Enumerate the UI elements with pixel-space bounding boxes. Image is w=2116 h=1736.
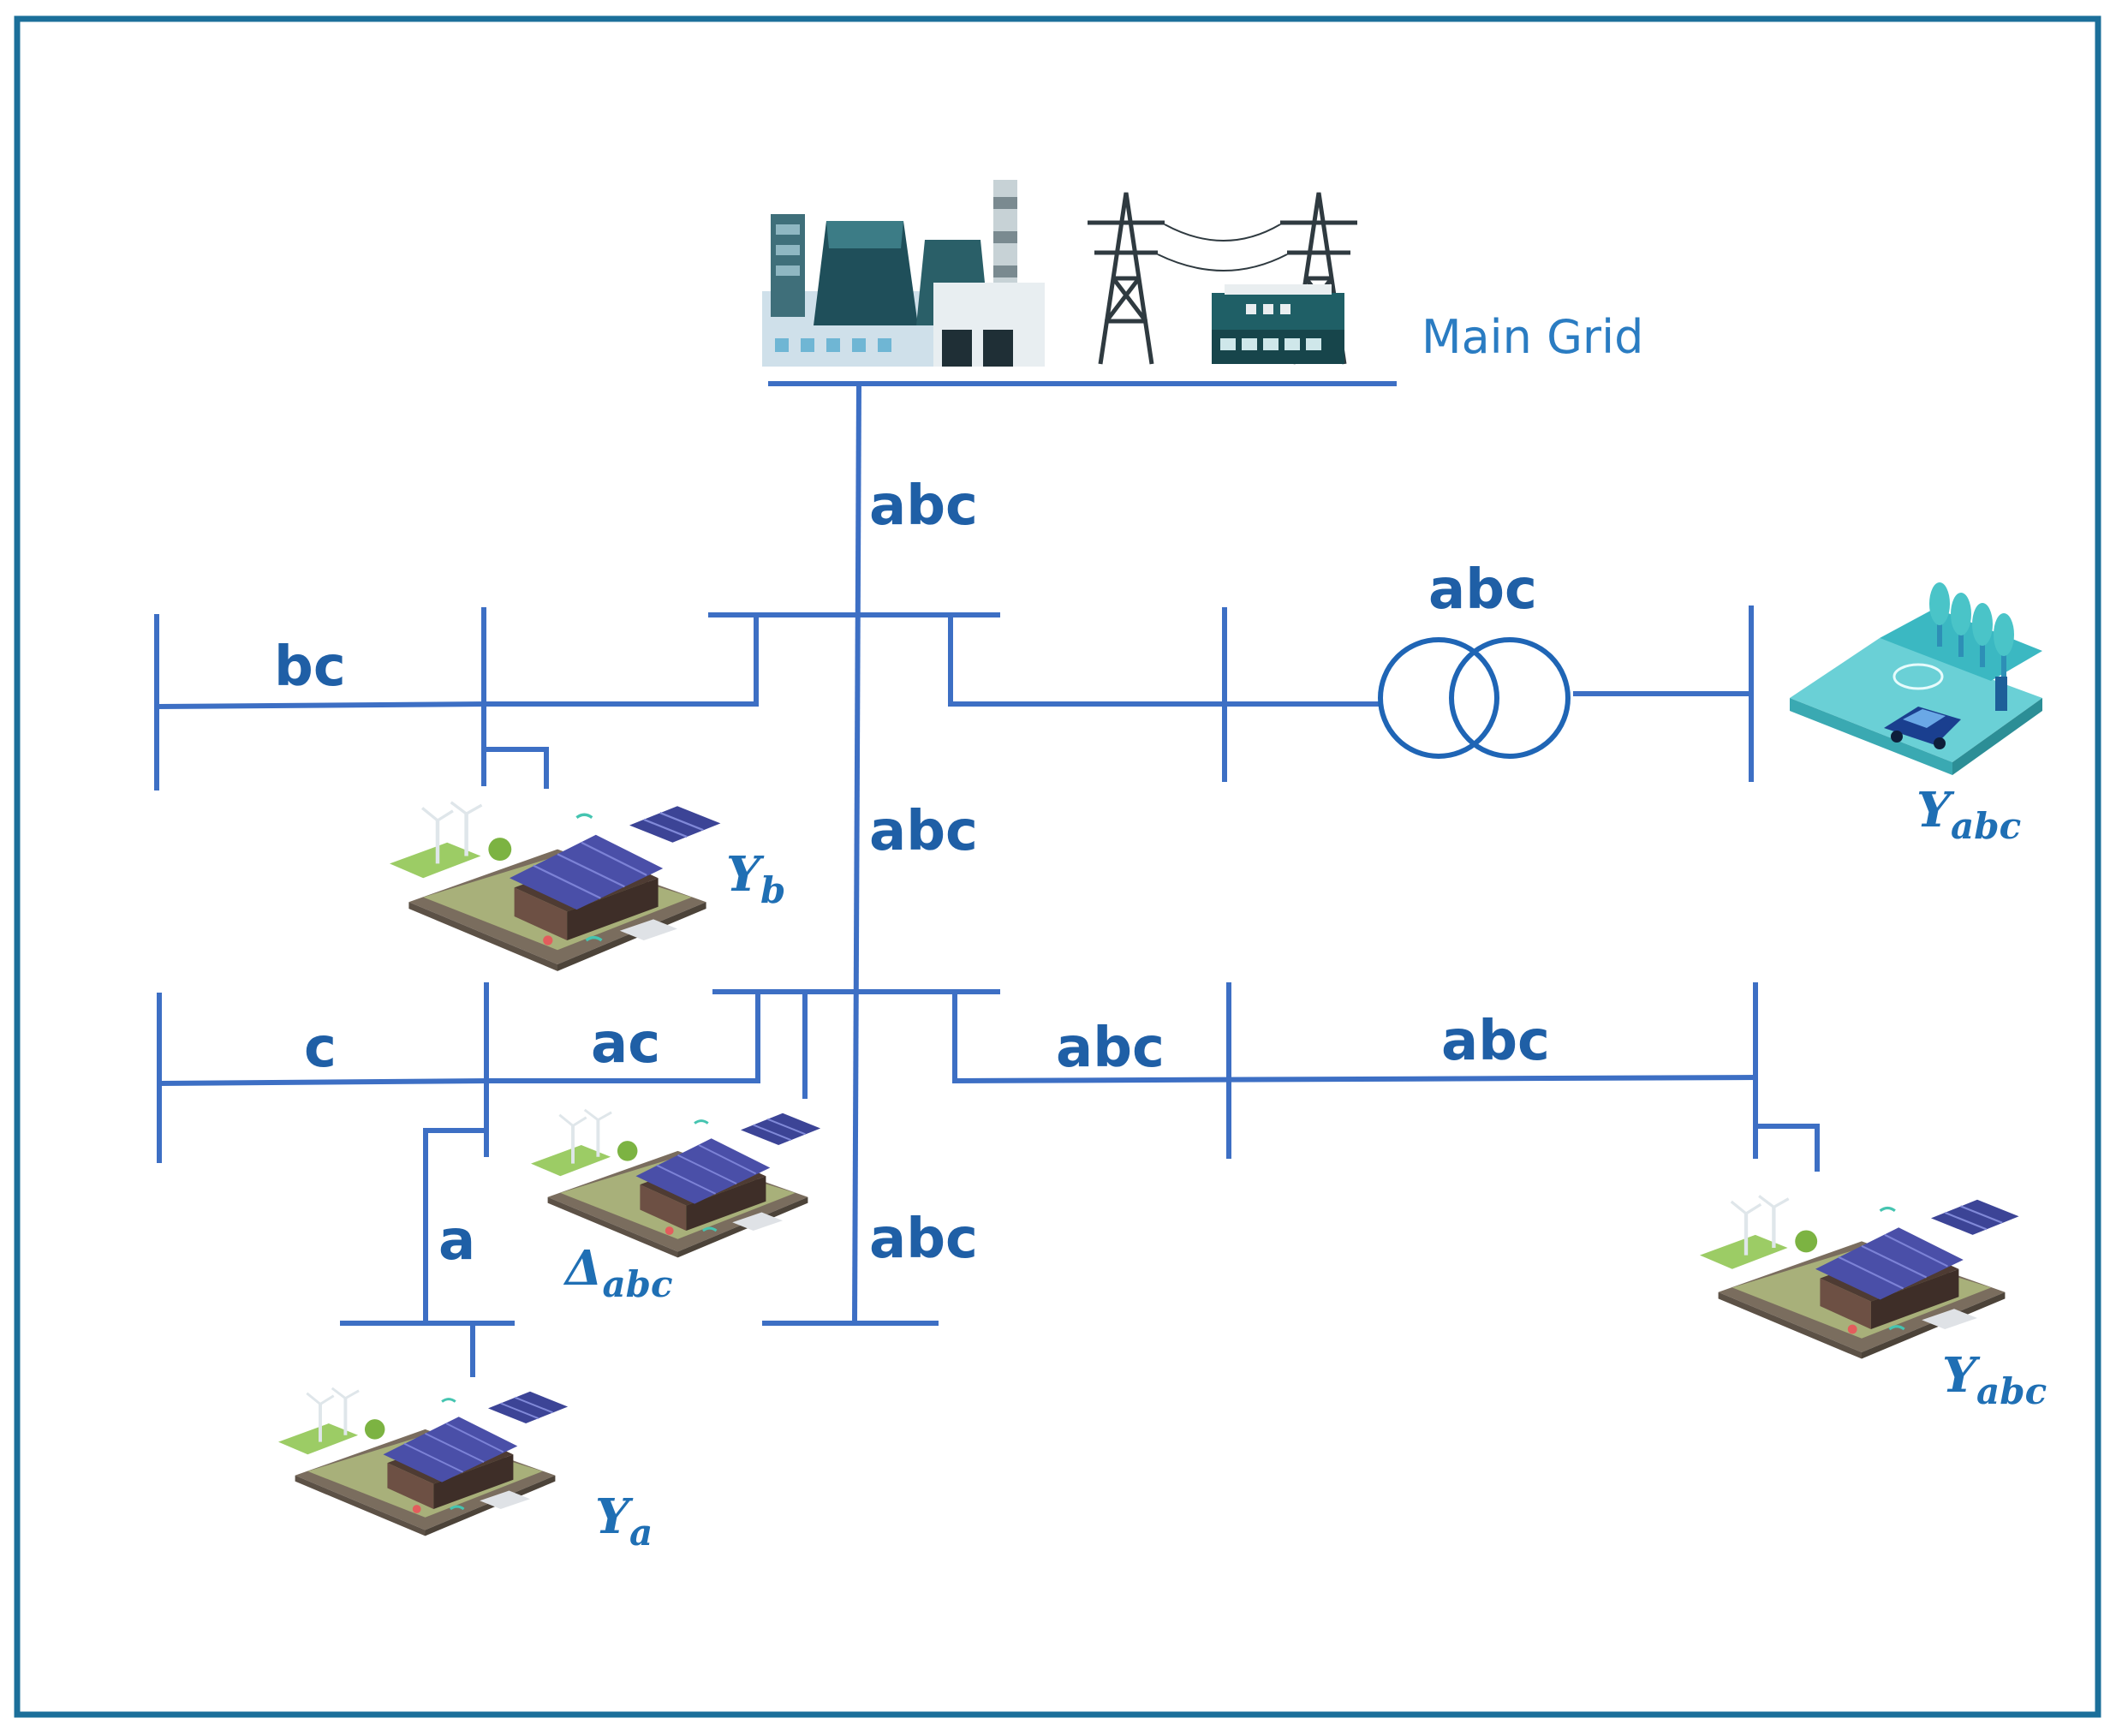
phase-label-transformer: abc [1428,558,1537,622]
load-label-lower-left: Ya [595,1488,653,1554]
phase-label-left-upper: bc [274,635,346,699]
phase-label-mid-lower: ac [591,1012,660,1076]
phase-label-trunk-middle: abc [869,800,978,863]
substation-icon [1212,284,1344,364]
transformer-icon [1378,637,1571,759]
phase-label-left-lower: c [304,1017,337,1080]
network-lines [154,380,1820,1377]
phase-label-trunk-lower: abc [869,1208,978,1271]
phase-label-right-lower-2: abc [1441,1010,1550,1073]
figure-border [14,15,2101,1718]
phase-label-lateral-a: a [438,1209,475,1273]
power-plant-icon [762,180,1045,367]
ev-charging-station-icon [1790,582,2042,775]
main-grid-label: Main Grid [1422,310,1643,364]
load-label-middle: Δabc [563,1240,673,1305]
load-label-ev-station: Yabc [1916,782,2021,847]
phase-label-trunk-upper: abc [869,474,978,538]
phase-label-right-lower-1: abc [1056,1017,1165,1080]
load-label-upper-left: Yb [726,846,785,911]
main-trunk [851,380,862,1327]
load-label-right: Yabc [1942,1347,2047,1412]
